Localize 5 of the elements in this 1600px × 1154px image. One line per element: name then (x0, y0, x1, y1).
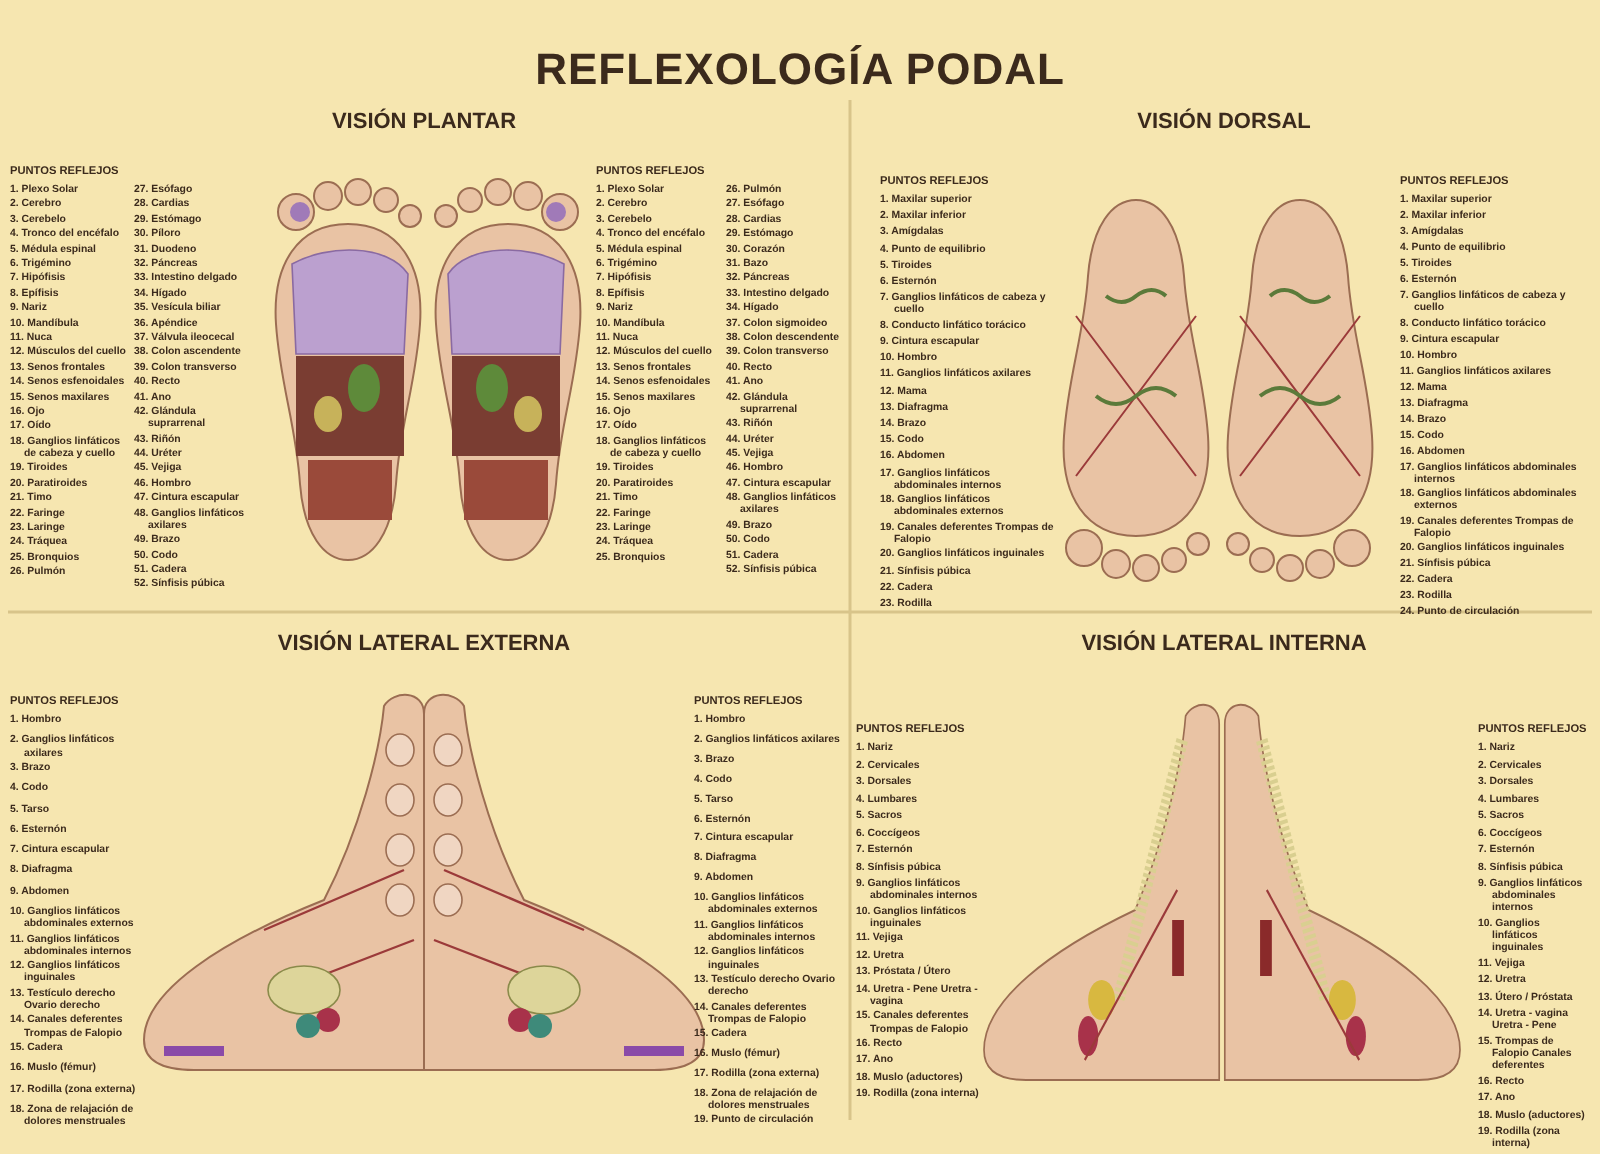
title: REFLEXOLOGÍA PODAL (535, 44, 1065, 96)
section-heading: VISIÓN DORSAL (1137, 110, 1311, 134)
section-heading: VISIÓN LATERAL EXTERNA (277, 632, 571, 656)
section-heading: VISIÓN LATERAL INTERNA (1081, 632, 1367, 656)
section-heading: VISIÓN PLANTAR (331, 110, 517, 134)
